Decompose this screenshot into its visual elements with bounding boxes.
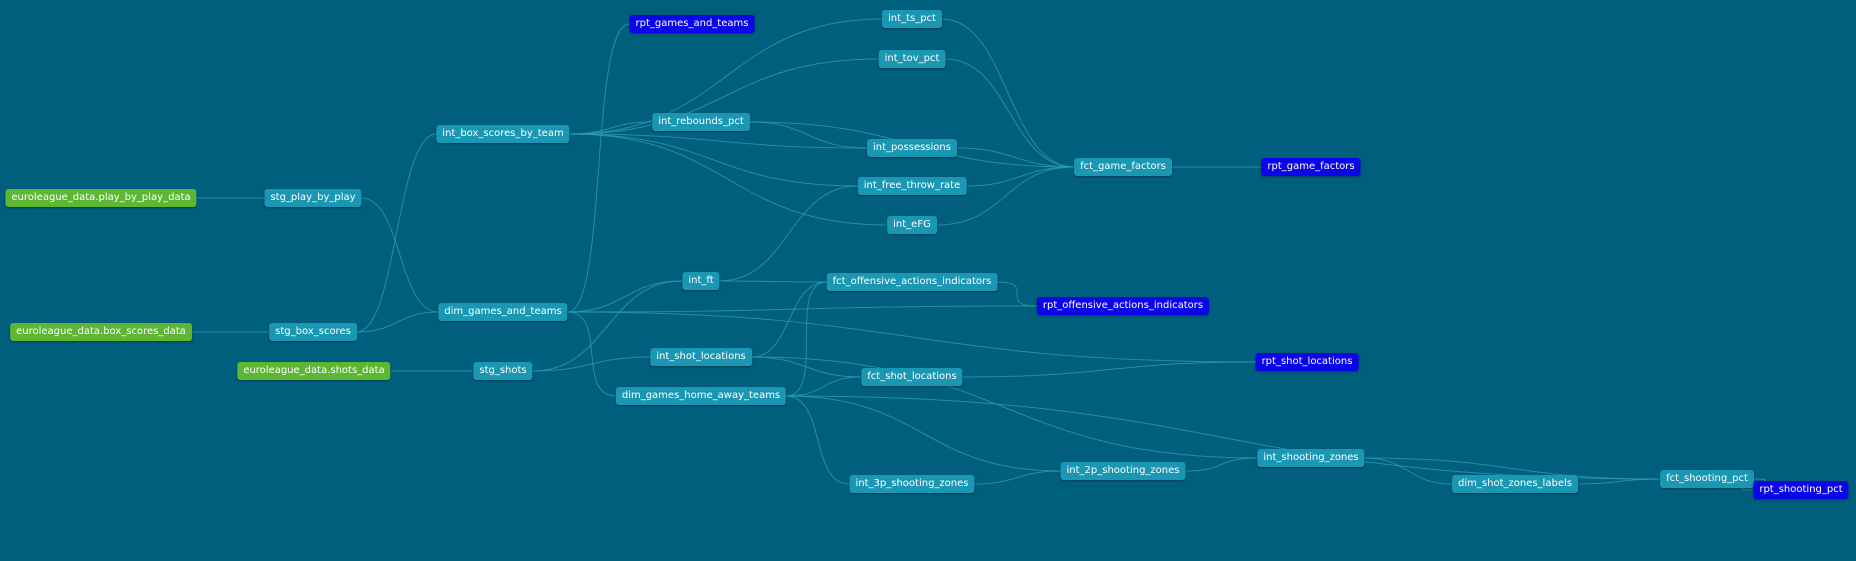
edge-int_shot_loc-to-fct_oai — [751, 281, 827, 358]
edge-dim_gt-to-dim_ghat — [567, 311, 616, 397]
node-rpt-offensive-actions-indicators[interactable]: rpt_offensive_actions_indicators — [1036, 297, 1210, 315]
node-int-shot-locations[interactable]: int_shot_locations — [650, 348, 752, 366]
edge-dim_ghat-to-int_2p — [786, 395, 1061, 472]
edge-int_box_team-to-int_poss — [569, 133, 868, 149]
edge-dim_ghat-to-fct_oai — [786, 281, 827, 397]
node-rpt-games-and-teams[interactable]: rpt_games_and_teams — [629, 15, 755, 33]
edge-int_3p-to-int_2p — [974, 470, 1061, 485]
edge-dim_ghat-to-fct_sp — [786, 395, 1661, 480]
edge-stg_shots-to-int_shot_loc — [532, 356, 651, 372]
node-int-shooting-zones[interactable]: int_shooting_zones — [1257, 449, 1365, 467]
edge-stg_shots-to-int_ft — [532, 280, 683, 372]
edge-dim_ghat-to-fct_shot_loc — [786, 376, 862, 397]
node-fct-shooting-pct[interactable]: fct_shooting_pct — [1660, 470, 1754, 488]
node-stg-shots[interactable]: stg_shots — [473, 362, 533, 380]
node-int-ts-pct[interactable]: int_ts_pct — [882, 10, 942, 28]
edge-dim_gt-to-rpt_oai — [567, 305, 1037, 313]
edge-int_ts-to-fct_gf — [941, 18, 1075, 168]
edge-fct_shot_loc-to-rpt_shot_loc — [962, 361, 1256, 378]
edge-stg_box-to-int_box_team — [356, 133, 437, 333]
edge-int_ftr-to-fct_gf — [966, 166, 1075, 187]
edge-dim_szl-to-fct_sp — [1577, 478, 1661, 485]
edge-int_box_team-to-int_ftr — [569, 133, 858, 187]
node-fct-offensive-actions-indicators[interactable]: fct_offensive_actions_indicators — [826, 273, 998, 291]
node-int-tov-pct[interactable]: int_tov_pct — [878, 50, 946, 68]
node-fct-game-factors[interactable]: fct_game_factors — [1074, 158, 1172, 176]
edge-int_ft-to-int_ftr — [719, 185, 858, 282]
node-dim-shot-zones-labels[interactable]: dim_shot_zones_labels — [1452, 475, 1578, 493]
edge-fct_oai-to-rpt_oai — [997, 281, 1037, 307]
node-int-rebounds-pct[interactable]: int_rebounds_pct — [652, 113, 750, 131]
node-stg-box-scores[interactable]: stg_box_scores — [269, 323, 357, 341]
edge-dim_ghat-to-int_3p — [786, 395, 850, 485]
edge-int_box_team-to-int_ts — [569, 18, 883, 135]
edge-int_efg-to-fct_gf — [936, 166, 1075, 226]
node-dim-games-home-away-teams[interactable]: dim_games_home_away_teams — [615, 387, 787, 405]
node-dim-games-and-teams[interactable]: dim_games_and_teams — [438, 303, 568, 321]
edge-int_sz-to-dim_szl — [1364, 457, 1453, 485]
edge-stg_box-to-dim_gt — [356, 311, 439, 333]
edge-int_tov-to-fct_gf — [945, 58, 1075, 168]
node-int-free-throw-rate[interactable]: int_free_throw_rate — [857, 177, 967, 195]
node-stg-play-by-play[interactable]: stg_play_by_play — [264, 189, 362, 207]
edge-int_shot_loc-to-fct_shot_loc — [751, 356, 862, 378]
edge-dim_gt-to-rpt_shot_loc — [567, 311, 1256, 363]
edge-int_sz-to-fct_sp — [1364, 457, 1661, 480]
node-euroleague-data-box-scores-data[interactable]: euroleague_data.box_scores_data — [10, 323, 192, 341]
edge-int_shot_loc-to-int_sz — [751, 356, 1258, 459]
node-rpt-shooting-pct[interactable]: rpt_shooting_pct — [1753, 481, 1849, 499]
node-euroleague-data-shots-data[interactable]: euroleague_data.shots_data — [237, 362, 391, 380]
edge-int_poss-to-fct_gf — [956, 147, 1075, 168]
node-fct-shot-locations[interactable]: fct_shot_locations — [861, 368, 963, 386]
node-rpt-game-factors[interactable]: rpt_game_factors — [1261, 158, 1361, 176]
node-int-2p-shooting-zones[interactable]: int_2p_shooting_zones — [1060, 462, 1186, 480]
node-euroleague-data-play-by-play-data[interactable]: euroleague_data.play_by_play_data — [5, 189, 197, 207]
node-int-efg[interactable]: int_eFG — [887, 216, 937, 234]
node-int-box-scores-by-team[interactable]: int_box_scores_by_team — [436, 125, 570, 143]
edge-int_2p-to-int_sz — [1185, 457, 1258, 472]
node-int-possessions[interactable]: int_possessions — [867, 139, 957, 157]
edge-dim_gt-to-rpt_gt — [567, 23, 630, 313]
node-int-3p-shooting-zones[interactable]: int_3p_shooting_zones — [849, 475, 975, 493]
edge-int_box_team-to-int_efg — [569, 133, 888, 226]
edge-int_box_team-to-int_tov — [569, 58, 879, 135]
node-rpt-shot-locations[interactable]: rpt_shot_locations — [1255, 353, 1359, 371]
node-int-ft[interactable]: int_ft — [682, 272, 720, 290]
edge-stg_pbp-to-dim_gt — [361, 197, 439, 313]
edge-dim_gt-to-int_ft — [567, 280, 683, 313]
edge-int_ft-to-fct_oai — [719, 280, 827, 283]
edge-int_reb-to-int_poss — [749, 121, 868, 149]
